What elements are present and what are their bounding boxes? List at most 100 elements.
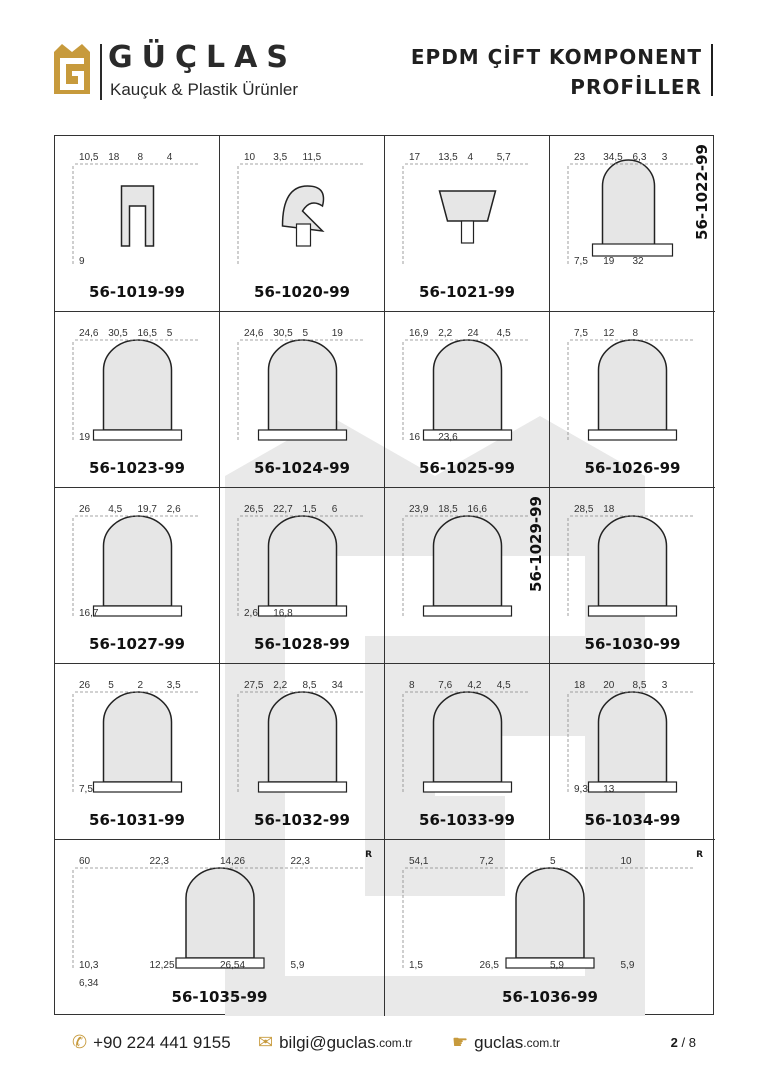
dimension-label: 30,5 [273, 328, 293, 339]
profile-code: 56-1019-99 [89, 283, 185, 301]
page-total: / 8 [681, 1035, 696, 1050]
dimension-label: 20 [603, 680, 615, 691]
dimension-label: 5,9 [291, 960, 305, 971]
profile-cell: 24,6 30,5 5 19 56-1024-99 [220, 312, 385, 488]
dimension-label: 7,6 [438, 680, 452, 691]
dimension-label: 5 [303, 328, 309, 339]
dimension-label: 60 [79, 856, 91, 867]
dimension-label: 4,5 [497, 328, 511, 339]
email-suffix: .com.tr [375, 1035, 413, 1050]
dimension-label: 5 [167, 328, 173, 339]
dimension-label: 16 [409, 432, 421, 443]
dimension-label: 26,5 [480, 960, 500, 971]
dimension-label: 8,5 [303, 680, 317, 691]
profile-code: 56-1030-99 [584, 635, 681, 653]
profile-drawing [402, 867, 695, 969]
dimension-label: 16,9 [409, 328, 429, 339]
dimension-label: 5 [108, 680, 114, 691]
title-divider [711, 44, 713, 96]
dimension-label: 24,6 [244, 328, 264, 339]
profile-code: 56-1036-99 [502, 988, 598, 1006]
profile-drawing [72, 515, 200, 617]
profile-code: 56-1022-99 [693, 144, 711, 240]
dimension-label: 4,5 [497, 680, 511, 691]
profile-drawing [402, 691, 530, 793]
dimension-label: 3 [662, 152, 668, 163]
footer-email[interactable]: ✉ bilgi@guclas.com.tr [258, 1032, 412, 1053]
dimension-label: 2,6 [167, 504, 181, 515]
dimension-label: 5,9 [621, 960, 635, 971]
dimension-label: 1,5 [303, 504, 317, 515]
profile-code: 56-1024-99 [254, 459, 350, 477]
page-title: EPDM ÇİFT KOMPONENT PROFİLLER [411, 42, 702, 102]
dimension-label: 30,5 [108, 328, 128, 339]
dimension-label: 4 [468, 152, 474, 163]
dimension-label: 22,3 [150, 856, 170, 867]
dimension-label: 12,25 [150, 960, 175, 971]
dimension-label: 18 [574, 680, 586, 691]
dimension-label: 7,5 [574, 256, 588, 267]
dimension-label: 12 [603, 328, 615, 339]
profile-code: 56-1020-99 [254, 283, 350, 301]
profile-drawing [237, 515, 365, 617]
dimension-label: 6,34 [79, 978, 99, 989]
profile-drawing [567, 159, 695, 264]
dimension-label: 27,5 [244, 680, 264, 691]
logo-divider [100, 44, 102, 100]
profile-code: 56-1028-99 [254, 635, 350, 653]
dimension-label: 24,6 [79, 328, 99, 339]
dimension-label: 26,54 [220, 960, 245, 971]
dimension-label: 54,1 [409, 856, 429, 867]
dimension-label: 4,5 [108, 504, 122, 515]
dimension-label: 34 [332, 680, 344, 691]
dimension-label: 3 [662, 680, 668, 691]
dimension-label: 13 [603, 784, 615, 795]
dimension-label: 9,3 [574, 784, 588, 795]
web-main: guclas [474, 1032, 524, 1052]
dimension-label: 23,6 [438, 432, 458, 443]
brand-tagline: Kauçuk & Plastik Ürünler [110, 80, 299, 99]
dimension-label: 8 [409, 680, 415, 691]
profile-drawing [72, 339, 200, 441]
page-header: GÜÇLAS Kauçuk & Plastik Ürünler EPDM ÇİF… [0, 0, 768, 120]
footer-phone[interactable]: ✆ +90 224 441 9155 [72, 1032, 231, 1053]
footer-web[interactable]: ☛ guclas.com.tr [452, 1032, 560, 1053]
dimension-label: 7,5 [79, 784, 93, 795]
profile-drawing [72, 691, 200, 793]
dimension-label: 23,9 [409, 504, 429, 515]
dimension-label: 24 [468, 328, 480, 339]
dimension-label: 19 [79, 432, 91, 443]
dimension-label: 5,7 [497, 152, 511, 163]
dimension-label: 8 [138, 152, 144, 163]
mail-icon: ✉ [258, 1032, 274, 1052]
dimension-label: 14,26 [220, 856, 245, 867]
page-number: 2 / 8 [671, 1035, 696, 1050]
dimension-label: 4,2 [468, 680, 482, 691]
guclas-logo-icon [54, 44, 90, 94]
page-footer: ✆ +90 224 441 9155 ✉ bilgi@guclas.com.tr… [0, 1028, 768, 1058]
dimension-label: 19 [332, 328, 344, 339]
registered-mark: R [365, 850, 372, 860]
dimension-label: 18 [603, 504, 615, 515]
dimension-label: 10,5 [79, 152, 99, 163]
profile-drawing [567, 515, 695, 617]
page-current: 2 [670, 1035, 678, 1050]
dimension-label: 16,8 [273, 608, 293, 619]
dimension-label: 8 [633, 328, 639, 339]
dimension-label: 22,7 [273, 504, 293, 515]
dimension-label: 7,2 [480, 856, 494, 867]
